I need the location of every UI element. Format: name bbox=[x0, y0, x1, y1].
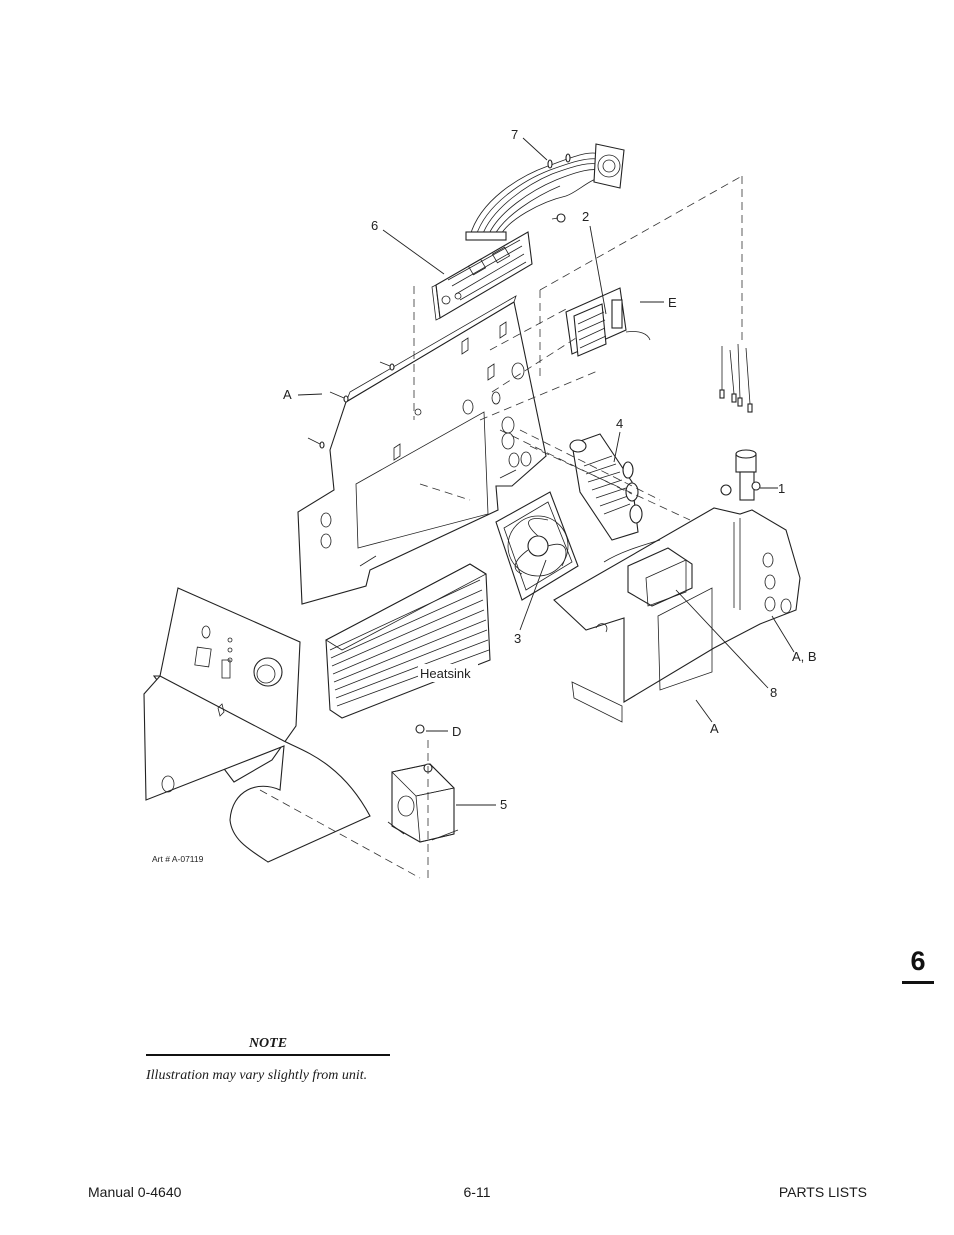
callout-6: 6 bbox=[371, 218, 378, 233]
art-number: Art # A-07119 bbox=[152, 854, 204, 864]
callout-3: 3 bbox=[514, 631, 521, 646]
alignment-lines bbox=[259, 175, 743, 880]
callout-1: 1 bbox=[778, 481, 785, 496]
solenoid-valve-part-1 bbox=[720, 449, 761, 501]
callout-e: E bbox=[668, 295, 677, 310]
callout-8: 8 bbox=[770, 685, 777, 700]
section-tab-number: 6 bbox=[910, 946, 926, 976]
center-chassis-panel bbox=[297, 295, 547, 605]
callout-a-b: A, B bbox=[792, 649, 817, 664]
footer-section-title: PARTS LISTS bbox=[778, 1184, 867, 1200]
note-text: Illustration may vary slightly from unit… bbox=[146, 1068, 368, 1083]
transformer-part-5 bbox=[387, 724, 459, 843]
base-chassis bbox=[553, 507, 801, 723]
callout-7: 7 bbox=[511, 127, 518, 142]
section-tab-rule bbox=[902, 981, 934, 984]
wire-harness-part-7 bbox=[465, 143, 625, 241]
transformer-part-8 bbox=[603, 539, 693, 607]
leader-lines bbox=[297, 137, 795, 806]
callout-a-left: A bbox=[283, 387, 292, 402]
note-divider bbox=[146, 1054, 390, 1056]
footer-page-number: 6-11 bbox=[463, 1184, 491, 1200]
exploded-parts-diagram: 7 6 2 E A 4 1 3 A, B 8 A D 5 Heatsink Ar… bbox=[143, 127, 817, 880]
footer-manual-number: Manual 0-4640 bbox=[88, 1184, 182, 1200]
cooling-fan-part-3 bbox=[495, 491, 579, 601]
callout-5: 5 bbox=[500, 797, 507, 812]
note-title: NOTE bbox=[248, 1036, 288, 1051]
front-panel bbox=[143, 587, 371, 863]
inductor-part-4 bbox=[569, 433, 643, 541]
board-with-heatsink-part-2 bbox=[565, 287, 651, 357]
pc-board-part-6 bbox=[431, 213, 566, 321]
heatsink-label: Heatsink bbox=[420, 666, 471, 681]
heatsink bbox=[325, 563, 491, 719]
callout-a-bottom: A bbox=[710, 721, 719, 736]
callout-2: 2 bbox=[582, 209, 589, 224]
callout-4: 4 bbox=[616, 416, 623, 431]
wire-leads bbox=[719, 343, 753, 413]
screws-hardware-a bbox=[307, 361, 395, 449]
callout-d: D bbox=[452, 724, 461, 739]
